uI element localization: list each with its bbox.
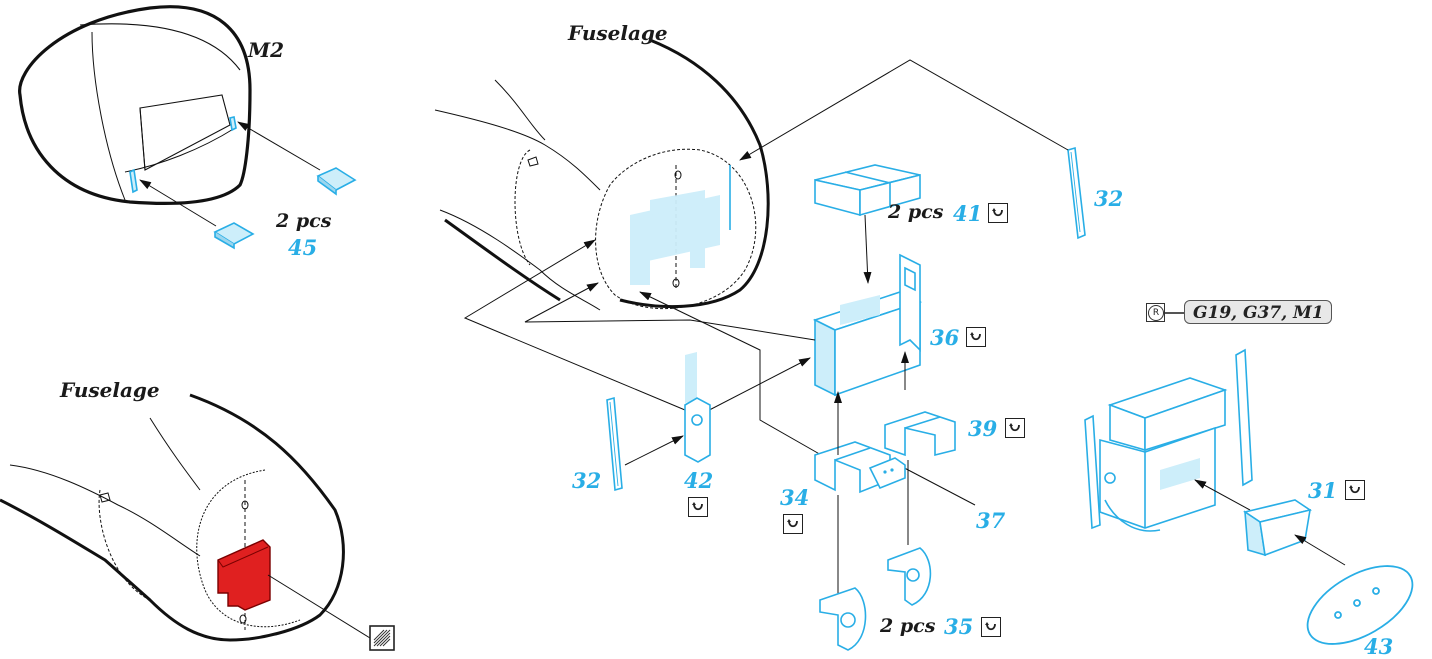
part-43: [1306, 565, 1414, 645]
part-41: [814, 164, 921, 217]
fuselage-rear-center: [434, 38, 770, 311]
label-pcs-45: 2 pcs: [276, 210, 332, 232]
label-m2: M2: [248, 38, 285, 62]
arrow-31: [1194, 479, 1251, 511]
label-pcs-41: 2 pcs: [888, 201, 944, 223]
part-number-45: 45: [288, 235, 318, 260]
arrow-43: [1294, 534, 1346, 566]
part-number-34: 34: [780, 485, 810, 510]
bend-icon: [1005, 418, 1025, 438]
part-31: [1243, 499, 1312, 557]
part-42: [684, 352, 711, 463]
arrow-41: [863, 214, 872, 284]
part-number-32-top: 32: [1094, 186, 1124, 211]
registered-icon: R: [1146, 303, 1165, 322]
bend-icon: [1345, 480, 1365, 500]
label-fuselage-left: Fuselage: [60, 378, 160, 402]
part-45-pieces: [129, 116, 357, 250]
fuselage-blue-ghost: [630, 190, 720, 285]
reference-parts-box: G19, G37, M1: [1184, 300, 1332, 324]
bend-icon: [688, 497, 708, 517]
fuselage-rear-left: [0, 393, 345, 642]
assembled-view: [1084, 348, 1253, 532]
part-number-41: 41: [953, 201, 983, 226]
nose-cone-m2: [18, 5, 252, 206]
part-36: [812, 253, 923, 397]
red-highlight-part: [217, 539, 371, 639]
photo-etch-icon: [369, 625, 395, 651]
part-32-top: [1067, 146, 1086, 240]
label-fuselage-top: Fuselage: [568, 21, 668, 45]
bend-icon: [783, 514, 803, 534]
part-34: [814, 441, 906, 494]
part-39: [884, 411, 956, 457]
part-number-39: 39: [968, 416, 998, 441]
bend-icon: [966, 327, 986, 347]
part-35: [819, 547, 932, 651]
part-number-36: 36: [930, 325, 960, 350]
part-number-37: 37: [976, 508, 1006, 533]
part-32-left: [606, 396, 623, 492]
bend-icon: [981, 617, 1001, 637]
part-number-31: 31: [1308, 478, 1338, 503]
part-45-arrows: [139, 121, 321, 227]
part-number-32-left: 32: [572, 468, 602, 493]
part-number-43: 43: [1364, 634, 1394, 659]
bend-icon: [988, 203, 1008, 223]
part-number-42: 42: [684, 468, 714, 493]
label-pcs-35: 2 pcs: [880, 615, 936, 637]
part-number-35: 35: [944, 614, 974, 639]
